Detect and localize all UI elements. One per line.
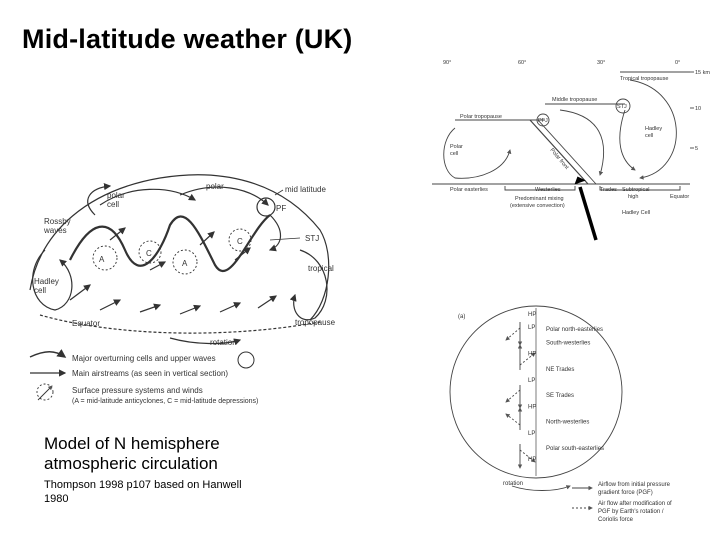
panel-label-a: (a) [458, 314, 465, 320]
label-polar-tropopause: Polar tropopause [460, 114, 502, 120]
legend-a-c-key: (A = mid-latitude anticyclones, C = mid-… [72, 398, 258, 405]
caption-main: Model of N hemisphere atmospheric circul… [44, 434, 220, 473]
pressure-label-hp: HP [528, 352, 536, 358]
pressure-label-lp: LP [528, 325, 535, 331]
label-anticyclone-a1: A [99, 255, 105, 264]
legend-surface-systems: Surface pressure systems and winds [72, 386, 203, 395]
label-middle-tropopause: Middle tropopause [552, 97, 597, 103]
lat-tick-60: 60° [518, 60, 526, 66]
label-rotation-globe: rotation [503, 481, 523, 487]
tropical-loop-right [289, 249, 328, 321]
label-equator-right: Equator [670, 194, 689, 200]
label-westerlies: Westerlies [535, 187, 561, 193]
label-tropopause: tropopause [295, 318, 336, 327]
pressure-label-lp: LP [528, 431, 535, 437]
equator-line [39, 314, 321, 334]
vertical-section-diagram [432, 71, 694, 191]
wind-belt-label: NE Trades [546, 367, 574, 373]
globe-pressure-belts-diagram [449, 305, 623, 511]
vertical-section-labels: 90° 60° 30° 0° 15 km 10 5 Tropical tropo… [443, 60, 710, 216]
label-pf: PF [276, 204, 286, 213]
pressure-belt-rows: HP LP Polar north-easterliesSouth-westerli… [528, 312, 604, 463]
label-equator: Equator [72, 319, 100, 328]
label-trades: Trades [600, 187, 617, 193]
slide-title: Mid-latitude weather (UK) [22, 24, 353, 54]
label-polar-easterlies: Polar easterlies [450, 187, 488, 193]
mid-latitude-loop [179, 186, 269, 206]
pressure-label-hp: HP [528, 404, 536, 410]
legend-major-cells: Major overturning cells and upper waves [72, 354, 216, 363]
pressure-label-hp: HP [528, 312, 536, 318]
mid-latitude-loop-b [268, 214, 282, 252]
label-stj-right: STJ [617, 104, 627, 110]
pressure-label-hp: HP [528, 457, 536, 463]
left-legend: Major overturning cells and upper waves … [29, 349, 258, 405]
wind-belt-label: North-westerlies [546, 420, 589, 426]
height-10: 10 [695, 106, 701, 112]
caption-source: Thompson 1998 p107 based on Hanwell 1980 [44, 479, 242, 505]
label-pfj: PFJ [538, 118, 548, 124]
height-15km: 15 km [695, 70, 710, 76]
pressure-label-lp: LP [528, 378, 535, 384]
polar-cell-loop-b [87, 183, 112, 216]
pointer-arrow [574, 176, 598, 241]
label-polar: polar [206, 182, 224, 191]
label-tropical-tropopause: Tropical tropopause [620, 76, 668, 82]
label-hadley-cell-bottom: Hadley Cell [622, 210, 650, 216]
height-5: 5 [695, 146, 698, 152]
hemisphere-outline [29, 174, 330, 321]
label-anticyclone-a2: A [182, 259, 188, 268]
wind-belt-label: Polar south-easterlies [546, 446, 604, 452]
wind-belt-label: SE Trades [546, 393, 574, 399]
lat-tick-90: 90° [443, 60, 451, 66]
lat-tick-30: 30° [597, 60, 605, 66]
wind-belt-label: South-westerlies [546, 340, 590, 346]
hadley-cell-left [32, 249, 73, 311]
label-mid-latitude: mid latitude [285, 185, 326, 194]
legend-main-airstreams: Main airstreams (as seen in vertical sec… [72, 369, 228, 378]
label-tropical: tropical [308, 264, 334, 273]
label-depression-c1: C [146, 249, 152, 258]
label-rotation: rotation [210, 338, 237, 347]
label-predominant-mixing: Predominant mixing(extensive convection) [510, 196, 565, 209]
wind-belt-label: Polar north-easterlies [546, 327, 603, 333]
lat-tick-0: 0° [675, 60, 680, 66]
label-depression-c2: C [237, 237, 243, 246]
globe-labels: (a) rotation Airflow from initial pressu… [458, 314, 672, 523]
rossby-wave [69, 214, 271, 273]
label-stj: STJ [305, 234, 319, 243]
hemisphere-circulation-diagram [29, 174, 330, 346]
polar-cell-loop [99, 188, 197, 206]
